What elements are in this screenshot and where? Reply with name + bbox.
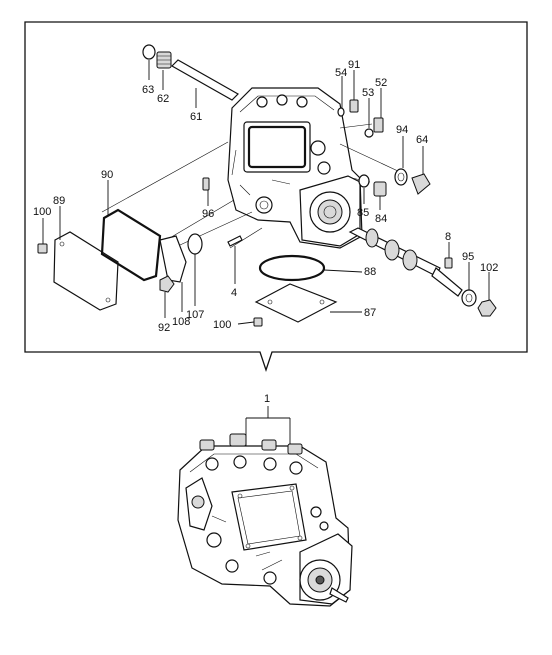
cover-108 — [159, 235, 187, 283]
screw-52 — [373, 117, 384, 133]
plug-64 — [411, 173, 431, 195]
stud-4 — [227, 235, 243, 247]
part-label-95: 95 — [462, 251, 474, 263]
washer-95 — [461, 289, 477, 307]
washer-94 — [394, 168, 408, 186]
part-label-89: 89 — [53, 195, 65, 207]
o-ring-107 — [187, 233, 203, 255]
part-label-4: 4 — [231, 287, 237, 299]
leader-lines — [42, 60, 490, 325]
nut-102 — [477, 299, 497, 317]
part-label-100-left: 100 — [33, 206, 51, 218]
part-label-91: 91 — [348, 59, 360, 71]
part-label-107: 107 — [186, 309, 204, 321]
part-label-8: 8 — [445, 231, 451, 243]
part-label-92: 92 — [158, 322, 170, 334]
screw-91 — [349, 99, 359, 113]
part-label-94: 94 — [396, 124, 408, 136]
o-ring-85 — [358, 174, 370, 188]
part-label-84: 84 — [375, 213, 387, 225]
camshaft — [348, 227, 463, 297]
key-8 — [444, 257, 453, 269]
part-labels: 63 62 61 54 91 53 52 94 64 90 89 100 96 … — [33, 59, 498, 334]
o-ring-63 — [142, 44, 156, 60]
part-label-88: 88 — [364, 266, 376, 278]
assembly-leader — [245, 406, 291, 446]
part-label-102: 102 — [480, 262, 498, 274]
part-label-52: 52 — [375, 77, 387, 89]
rod-61 — [171, 59, 239, 101]
pin-96 — [202, 177, 210, 191]
part-label-63: 63 — [142, 84, 154, 96]
bolt-100-lower — [253, 317, 263, 327]
part-label-53: 53 — [362, 87, 374, 99]
callout-frame — [24, 21, 528, 373]
bushing-92 — [159, 275, 175, 293]
part-label-100-lower: 100 — [213, 319, 231, 331]
part-label-64: 64 — [416, 134, 428, 146]
washer-53 — [364, 128, 374, 138]
part-label-108: 108 — [172, 316, 190, 328]
pump-housing — [227, 87, 363, 249]
gasket-88 — [258, 254, 326, 282]
plug-62 — [156, 51, 172, 69]
part-label-85: 85 — [357, 207, 369, 219]
part-label-62: 62 — [157, 93, 169, 105]
cover-plate-87 — [254, 283, 338, 323]
bolt-100-left — [37, 243, 48, 254]
washer-54 — [337, 107, 345, 117]
plug-84 — [373, 181, 387, 197]
gasket-90 — [100, 208, 162, 282]
side-plate-89 — [53, 231, 119, 311]
fuel-injection-pump-assembly — [177, 433, 353, 607]
part-label-96: 96 — [202, 208, 214, 220]
part-label-61: 61 — [190, 111, 202, 123]
part-label-87: 87 — [364, 307, 376, 319]
part-label-54: 54 — [335, 67, 347, 79]
assembly-label-1: 1 — [264, 393, 270, 405]
part-label-90: 90 — [101, 169, 113, 181]
